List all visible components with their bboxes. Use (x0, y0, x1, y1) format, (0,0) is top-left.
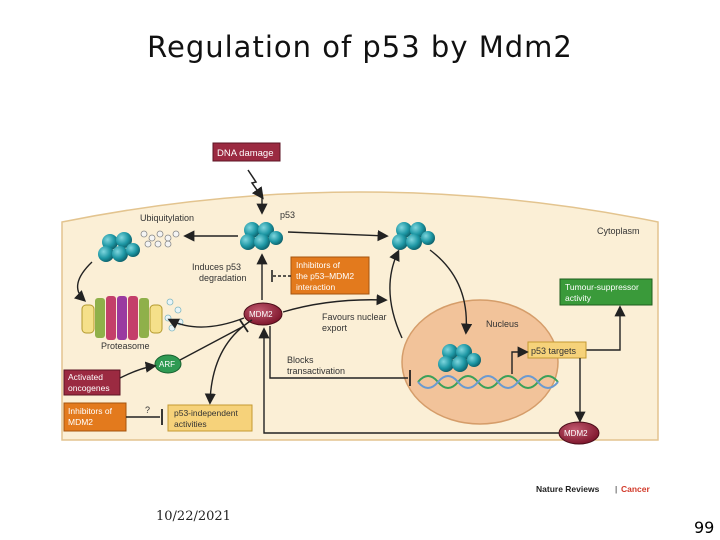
activated-oncogenes-label-1: Activated (68, 372, 103, 382)
inhibitors-interaction-label-1: Inhibitors of (296, 260, 341, 270)
inhibitors-interaction-label-2: the p53–MDM2 (296, 271, 354, 281)
credit-separator: | (615, 484, 617, 494)
mdm2-bottom-label: MDM2 (564, 429, 588, 438)
question-mark: ? (145, 405, 150, 415)
favours-export-label-2: export (322, 323, 348, 333)
activated-oncogenes-box (63, 369, 121, 396)
dna-helix (417, 375, 559, 389)
inhibitors-mdm2-box (63, 402, 127, 432)
inhibitors-interaction-label-3: interaction (296, 282, 335, 292)
p53-tetramer-right (392, 222, 435, 250)
blocks-label-1: Blocks (287, 355, 314, 365)
p53-independent-label-2: activities (174, 419, 207, 429)
page-number: 99 (694, 518, 715, 537)
p53-top-label: p53 (280, 210, 295, 220)
inhibitors-interaction-box (290, 256, 370, 295)
mdm2-center (243, 302, 283, 326)
ubiquitylation-label: Ubiquitylation (140, 213, 194, 223)
p53-tetramer-left (98, 232, 140, 262)
mdm2-center-label: MDM2 (249, 310, 273, 319)
proteasome-label: Proteasome (101, 341, 150, 351)
proteasome-icon (81, 296, 163, 340)
tumour-suppressor-label-1: Tumour-suppressor (565, 282, 639, 292)
arf-label: ARF (159, 360, 175, 369)
ubiquitin-chain (140, 230, 180, 248)
dna-damage-box (212, 142, 281, 162)
cytoplasm-label: Cytoplasm (597, 226, 640, 236)
blocks-label-2: transactivation (287, 366, 345, 376)
slide-title: Regulation of p53 by Mdm2 (147, 30, 573, 64)
p53-tetramer-center (240, 222, 283, 250)
lightning-icon (247, 169, 264, 200)
tumour-suppressor-label-2: activity (565, 293, 592, 303)
dna-damage-label: DNA damage (217, 148, 274, 159)
p53-independent-label-1: p53-independent (174, 408, 238, 418)
p53-independent-box (167, 404, 253, 432)
nucleus-label: Nucleus (486, 319, 519, 329)
activated-oncogenes-label-2: oncogenes (68, 383, 110, 393)
inhibitors-mdm2-label-1: Inhibitors of (68, 406, 113, 416)
credit-journal: Nature Reviews (536, 484, 600, 494)
induces-degradation-label-1: Induces p53 (192, 262, 241, 272)
inhibitors-mdm2-label-2: MDM2 (68, 417, 93, 427)
induces-degradation-label-2: degradation (199, 273, 247, 283)
credit-subject: Cancer (621, 484, 651, 494)
favours-export-label-1: Favours nuclear (322, 312, 387, 322)
p53-targets-label: p53 targets (531, 346, 577, 356)
tumour-suppressor-box (559, 278, 653, 306)
p53-tetramer-nucleus (438, 344, 481, 372)
slide-date: 10/22/2021 (156, 509, 231, 524)
